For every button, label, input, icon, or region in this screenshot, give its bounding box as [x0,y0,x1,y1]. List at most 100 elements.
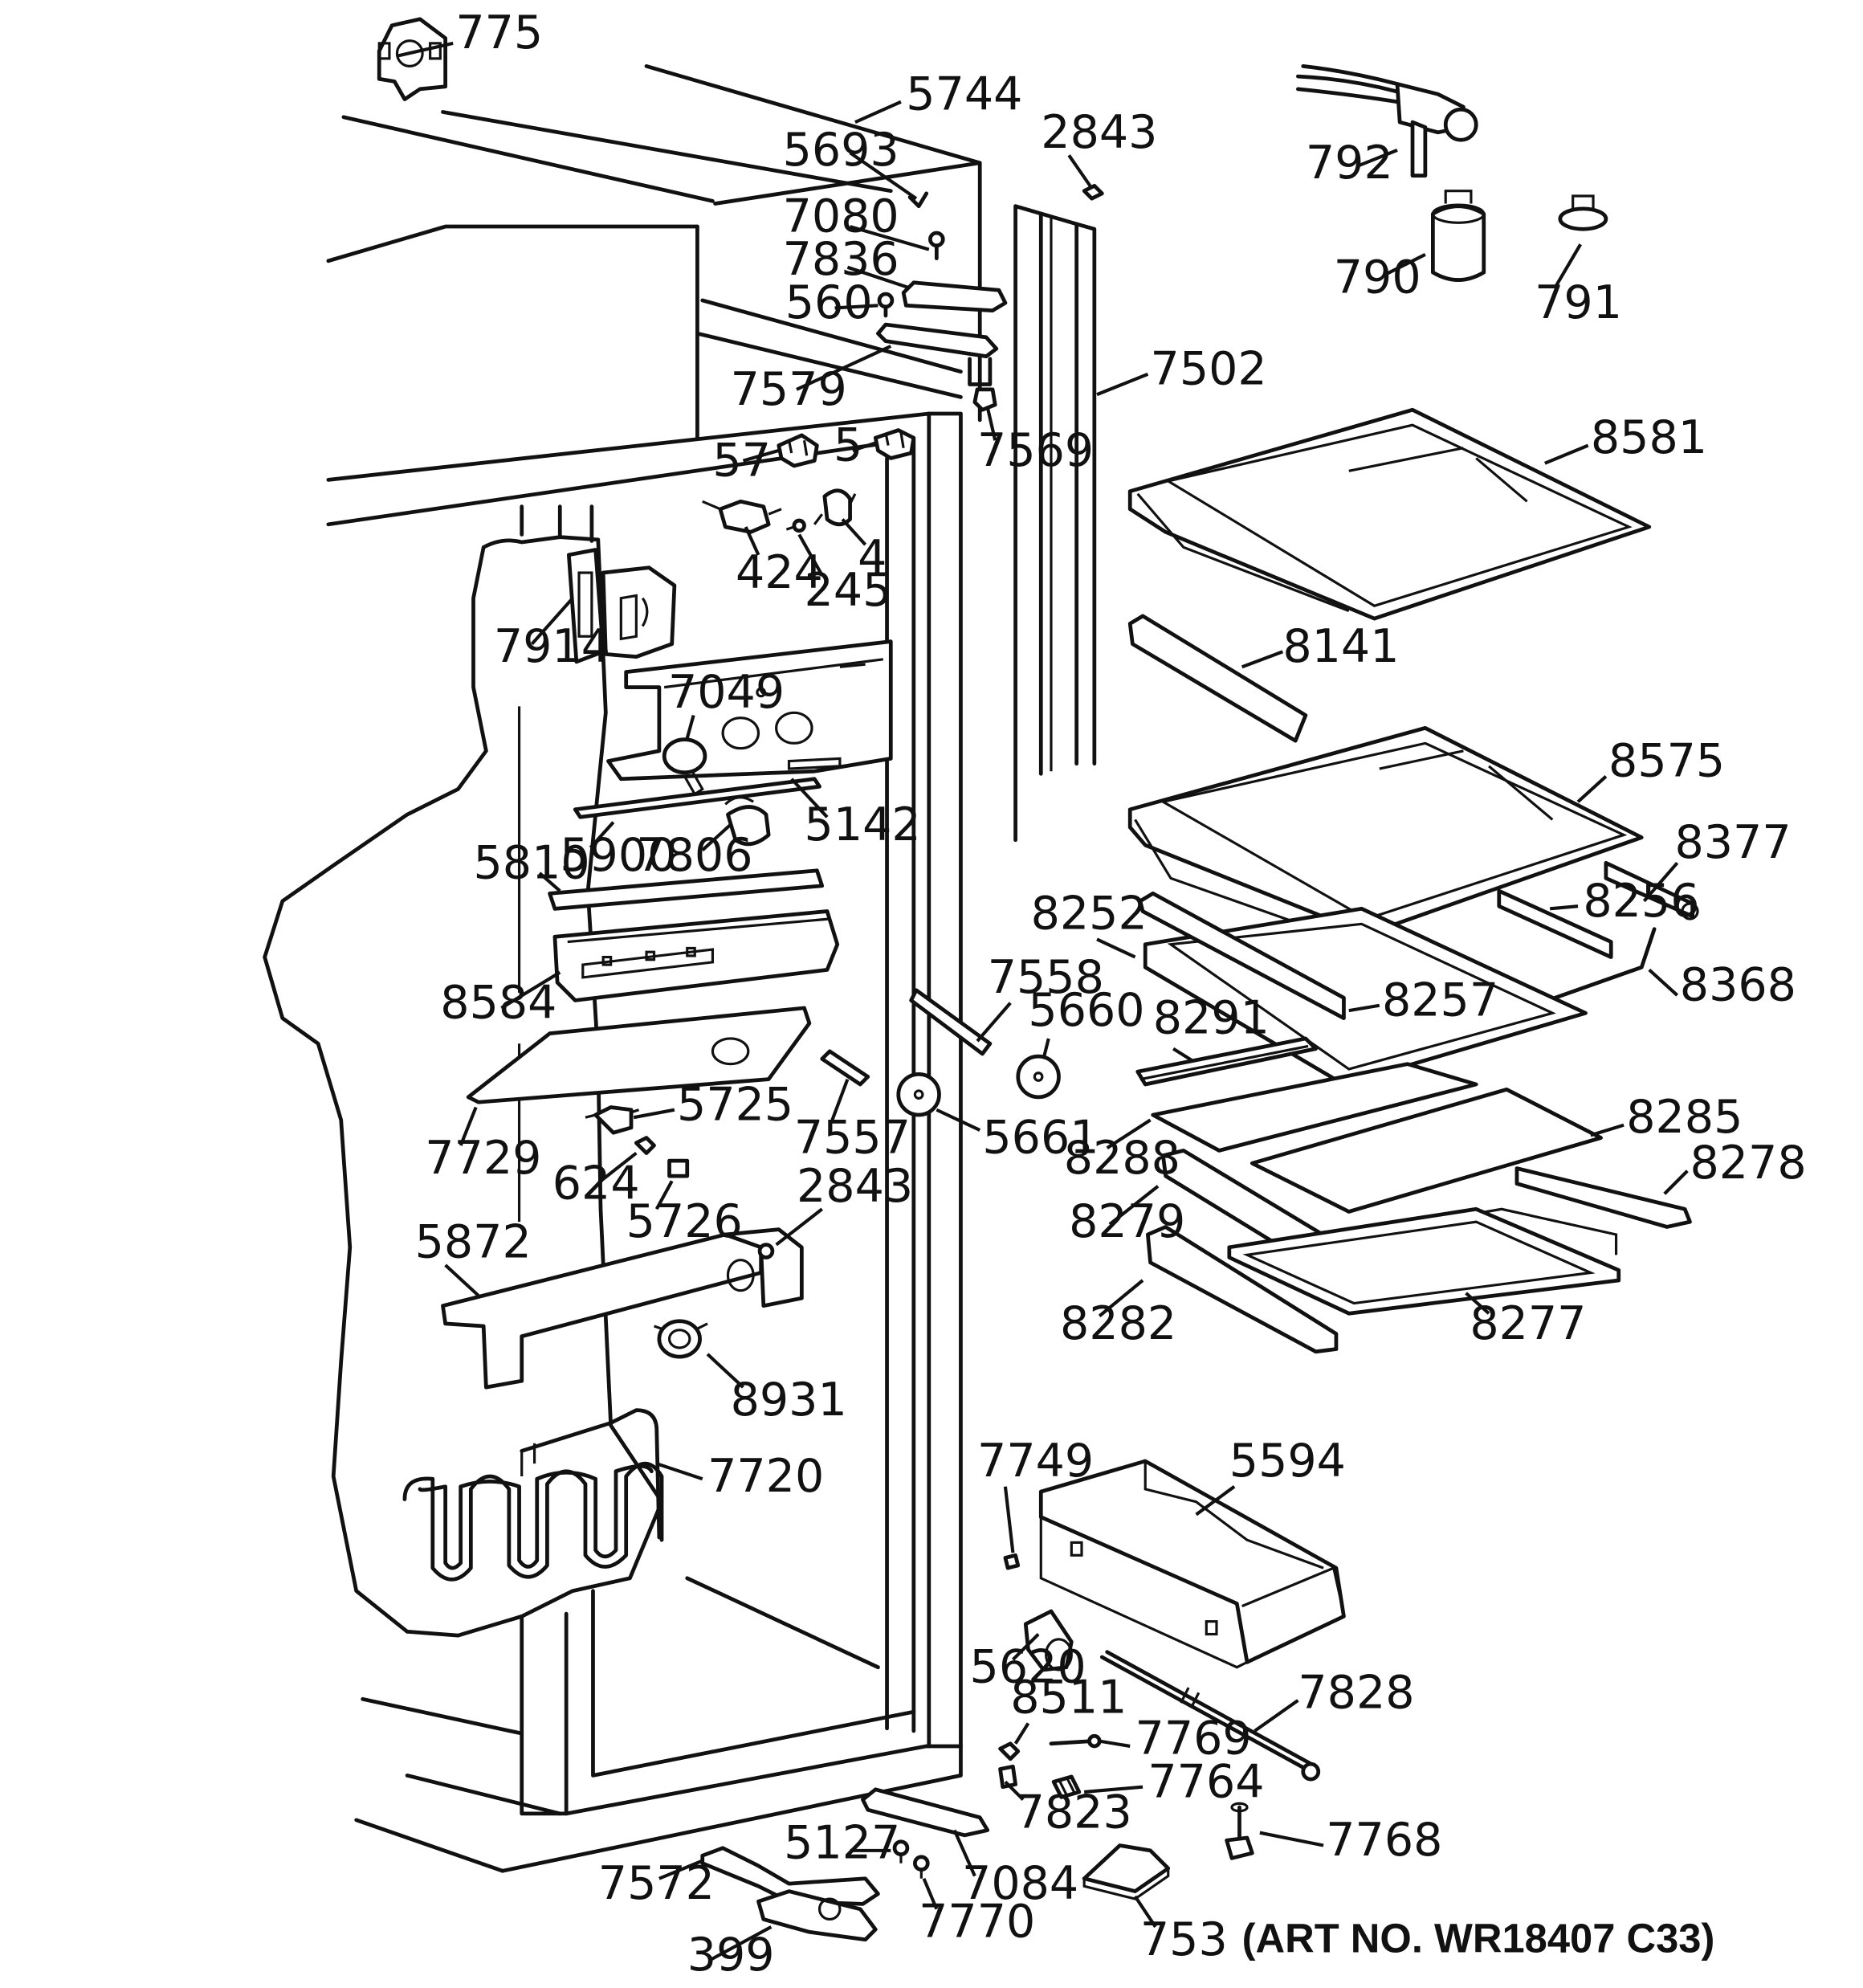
part-number-label: 560 [785,276,873,329]
part-7720-heater [402,1408,664,1582]
part-number-label: 7770 [919,1896,1035,1949]
part-8584-control-housing [552,909,840,1002]
leader-line-8368 [1648,968,1679,997]
part-number-label: 5872 [415,1215,532,1268]
part-number-label: 8368 [1680,958,1796,1011]
part-number-label: 7569 [977,424,1094,477]
part-7749-screw [1003,1553,1021,1570]
part-number-label: 7823 [1016,1786,1132,1839]
part-number-label: 8288 [1064,1132,1180,1185]
part-8511-nut [998,1741,1021,1761]
part-791-cap [1558,194,1608,231]
part-number-label: 4 [858,531,887,584]
part-number-label: 5693 [783,124,899,177]
part-number-label: 5661 [982,1112,1099,1165]
part-5594-box [1038,1459,1346,1669]
part-5726-clip [667,1158,690,1178]
part-number-label: 8141 [1282,620,1399,673]
part-number-label: 399 [687,1929,775,1982]
part-7823-nut [998,1764,1017,1790]
part-number-label: 8931 [731,1374,847,1427]
leader-line-8256 [1549,904,1579,911]
part-number-label: 7720 [707,1450,824,1503]
part-7502-mullion [1013,204,1097,843]
part-7828-rod [1099,1650,1321,1782]
part-number-label: 5127 [784,1816,900,1869]
part-7084-hinge [861,1787,990,1838]
part-number-label: 2843 [1041,106,1157,159]
part-8931-grommet [654,1319,708,1359]
part-number-label: 5660 [1028,984,1144,1037]
part-8256-rail [1497,888,1613,959]
leader-line-7836 [846,265,910,290]
leader-line-8282 [1098,1279,1144,1317]
part-number-label: 245 [805,564,892,617]
leader-line-7569 [985,406,997,441]
part-5900-strip [573,777,821,819]
leader-line-7557 [830,1078,850,1121]
leader-line-775 [396,41,454,58]
part-790-filter [1430,190,1486,282]
part-7572-hinge-arm [700,1846,880,1906]
part-number-label: 7768 [1326,1814,1442,1867]
part-number-label: 8257 [1382,974,1498,1027]
leader-line-7720 [656,1462,703,1481]
part-number-label: 7558 [988,951,1104,1004]
part-7769-bolt [1049,1733,1102,1749]
leader-line-5725 [633,1108,675,1120]
part-number-label: 8277 [1470,1297,1586,1350]
leader-line-8278 [1663,1170,1689,1195]
leader-line-7764 [1083,1785,1143,1794]
part-number-label: 8291 [1153,992,1270,1045]
leader-line-5900 [589,821,615,849]
part-number-label: 8377 [1674,816,1791,869]
leader-line-5810 [538,872,561,892]
part-7729-cover [466,1006,812,1104]
part-753-block [1082,1843,1171,1900]
part-number-label: 7572 [598,1857,715,1910]
part-4-thermostat [813,488,857,527]
part-number-label: 7764 [1148,1755,1264,1808]
leader-line-792 [1358,149,1398,167]
part-number-label: 8282 [1060,1297,1176,1350]
leader-line-7806 [701,823,732,851]
leader-line-5594 [1195,1485,1236,1517]
part-number-label: 8581 [1591,411,1707,464]
leader-line-8931 [706,1353,744,1389]
leader-line-5660 [1042,1038,1050,1059]
leader-line-7084 [952,1829,976,1877]
part-2843-screw-top [1082,183,1104,201]
leader-line-753 [1133,1895,1157,1929]
part-8282-frame [1146,1225,1339,1354]
leader-line-7558 [976,1002,1012,1043]
part-number-label: 5725 [677,1078,793,1131]
leader-line-5 [852,441,876,452]
leader-line-5744 [854,100,902,124]
part-8575-shelf [1127,725,1644,938]
part-number-label: 8511 [1010,1672,1127,1725]
leader-line-424 [744,526,760,556]
part-number-label: 7049 [668,666,785,719]
leader-line-8141 [1241,650,1284,669]
part-7557-roller [820,1049,870,1087]
leader-line-8252 [1096,937,1136,959]
part-number-label: 5620 [970,1641,1086,1694]
part-5-switch [873,428,916,460]
part-7764-bolt [1051,1774,1082,1799]
part-number-label: 7579 [731,363,847,416]
part-7569-bushing [972,387,997,412]
leader-lines [396,41,1689,1961]
part-number-label: 5810 [474,836,590,889]
part-number-label: 7080 [783,190,899,243]
part-775-bracket [377,17,448,101]
leader-line-2843 [1067,154,1094,190]
part-8377-rail [1604,860,1699,921]
part-number-label: 7914 [494,620,610,673]
leader-line-7768 [1259,1831,1324,1847]
leader-line-7502 [1096,372,1149,397]
leader-line-7080 [850,225,930,251]
leader-line-8288 [1106,1118,1152,1149]
leader-line-399 [709,1925,773,1961]
part-792-water-valve [1296,64,1478,178]
